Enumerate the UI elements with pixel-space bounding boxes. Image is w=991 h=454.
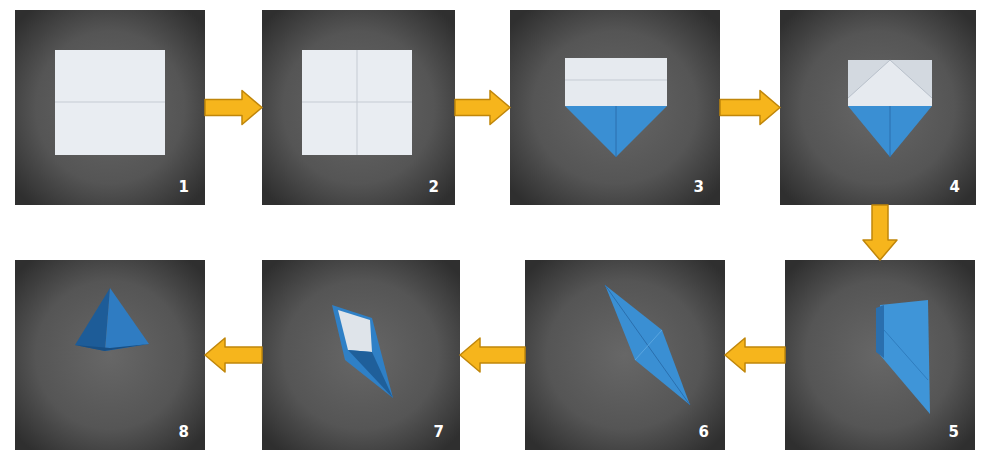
photo-ground bbox=[262, 10, 455, 205]
step-number: 6 bbox=[699, 425, 709, 440]
paper-fold bbox=[848, 60, 932, 157]
photo-panel: 7 bbox=[262, 260, 460, 450]
step-arrow bbox=[725, 338, 785, 372]
paper-square bbox=[55, 50, 165, 155]
photo-panel: 5 bbox=[785, 260, 975, 450]
step-number: 2 bbox=[429, 180, 439, 195]
photo-panel: 6 bbox=[525, 260, 725, 450]
photo-ground bbox=[525, 260, 725, 450]
step-arrow bbox=[205, 338, 262, 372]
step-arrow bbox=[205, 91, 262, 125]
photo-panel: 8 bbox=[15, 260, 205, 450]
photo-panel: 2 bbox=[262, 10, 455, 205]
paper-square bbox=[302, 50, 412, 155]
step-number: 1 bbox=[179, 180, 189, 195]
paper-fold bbox=[876, 300, 930, 414]
step-arrow bbox=[460, 338, 525, 372]
paper-fold bbox=[332, 305, 393, 398]
paper-fold bbox=[565, 58, 667, 157]
photo-ground bbox=[15, 260, 205, 450]
step-number: 7 bbox=[434, 425, 444, 440]
step-number: 4 bbox=[950, 180, 960, 195]
photo-ground bbox=[510, 10, 720, 205]
photo-ground bbox=[785, 260, 975, 450]
tetrahedron bbox=[75, 288, 149, 351]
photo-ground bbox=[780, 10, 976, 205]
step-number: 5 bbox=[949, 425, 959, 440]
photo-ground bbox=[262, 260, 460, 450]
paper-fold bbox=[605, 285, 690, 405]
step-number: 3 bbox=[694, 180, 704, 195]
step-arrow bbox=[720, 91, 780, 125]
photo-panel: 3 bbox=[510, 10, 720, 205]
photo-panel: 1 bbox=[15, 10, 205, 205]
step-number: 8 bbox=[179, 425, 189, 440]
step-arrow bbox=[863, 205, 897, 260]
photo-panel: 4 bbox=[780, 10, 976, 205]
step-arrow bbox=[455, 91, 510, 125]
photo-ground bbox=[15, 10, 205, 205]
